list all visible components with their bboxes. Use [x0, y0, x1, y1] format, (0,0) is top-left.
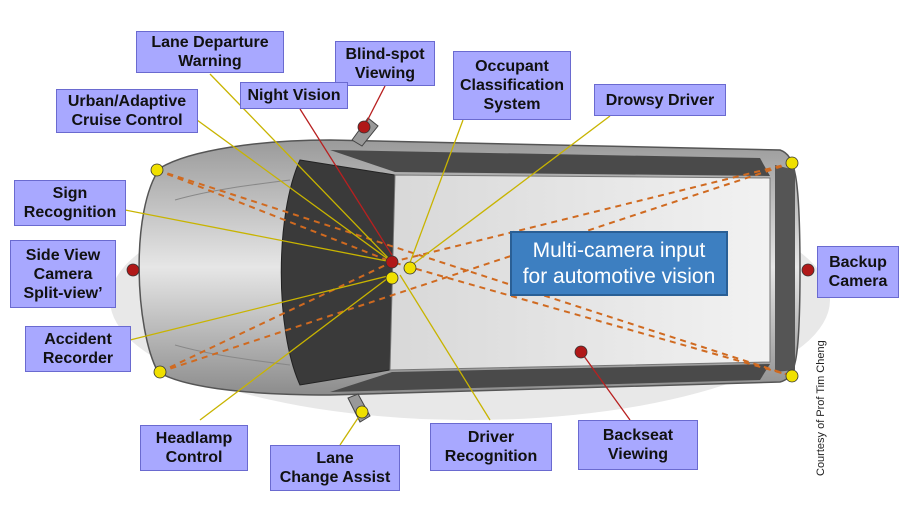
callout-line-night-vision	[299, 108, 393, 256]
label-night-vision: Night Vision	[240, 82, 348, 109]
callout-line-lane-change	[339, 411, 363, 446]
label-backseat-viewing: Backseat Viewing	[578, 420, 698, 470]
camera-dot-night-vision	[385, 255, 399, 269]
hood-line	[174, 344, 291, 366]
label-headlamp-control: Headlamp Control	[140, 425, 248, 471]
camera-view-line	[159, 261, 393, 373]
callout-line-accident	[129, 274, 393, 341]
callout-line-blind-spot	[363, 85, 386, 128]
camera-view-line	[156, 169, 393, 263]
label-drowsy-driver: Drowsy Driver	[594, 84, 726, 116]
windshield	[280, 159, 396, 386]
camera-dot-backup	[801, 263, 815, 277]
camera-dot-side-view	[126, 263, 140, 277]
callout-line-sign	[124, 209, 393, 263]
camera-dots	[126, 120, 815, 419]
callout-line-occupant	[407, 119, 464, 269]
camera-view-line	[156, 169, 793, 377]
side-window	[330, 150, 770, 176]
callout-line-headlamp	[199, 274, 393, 421]
label-backup-camera: Backup Camera	[817, 246, 899, 298]
label-occupant-classification: Occupant Classification System	[453, 51, 571, 120]
camera-dot-occupant	[403, 261, 417, 275]
center-caption: Multi-camera input for automotive vision	[510, 231, 728, 296]
label-driver-recognition: Driver Recognition	[430, 423, 552, 471]
label-sign-recognition: Sign Recognition	[14, 180, 126, 226]
camera-dot-lane-change	[355, 405, 369, 419]
camera-dot-driver	[385, 271, 399, 285]
rear-window	[775, 165, 795, 372]
camera-view-line	[391, 162, 793, 263]
camera-dot-front-right	[153, 365, 167, 379]
label-urban-adaptive-cruise: Urban/Adaptive Cruise Control	[56, 89, 198, 133]
camera-dot-backseat	[574, 345, 588, 359]
camera-view-line	[159, 162, 793, 373]
callout-line-driver	[399, 274, 491, 421]
label-lane-departure-warning: Lane Departure Warning	[136, 31, 284, 73]
label-blind-spot-viewing: Blind-spot Viewing	[335, 41, 435, 86]
camera-dot-rear-left	[785, 156, 799, 170]
hood-line	[174, 179, 291, 201]
camera-dot-rear-right	[785, 369, 799, 383]
image-credit: Courtesy of Prof Tim Cheng	[815, 340, 827, 476]
label-side-view-camera: Side View Camera Split-view’	[10, 240, 116, 308]
camera-dot-blind-spot	[357, 120, 371, 134]
side-window	[330, 364, 770, 392]
camera-dot-front-left	[150, 163, 164, 177]
camera-view-line	[391, 261, 793, 377]
label-accident-recorder: Accident Recorder	[25, 326, 131, 372]
callout-line-drowsy	[407, 115, 611, 269]
label-lane-change-assist: Lane Change Assist	[270, 445, 400, 491]
callout-line-cruise	[196, 119, 393, 263]
callout-line-backseat	[580, 351, 631, 421]
